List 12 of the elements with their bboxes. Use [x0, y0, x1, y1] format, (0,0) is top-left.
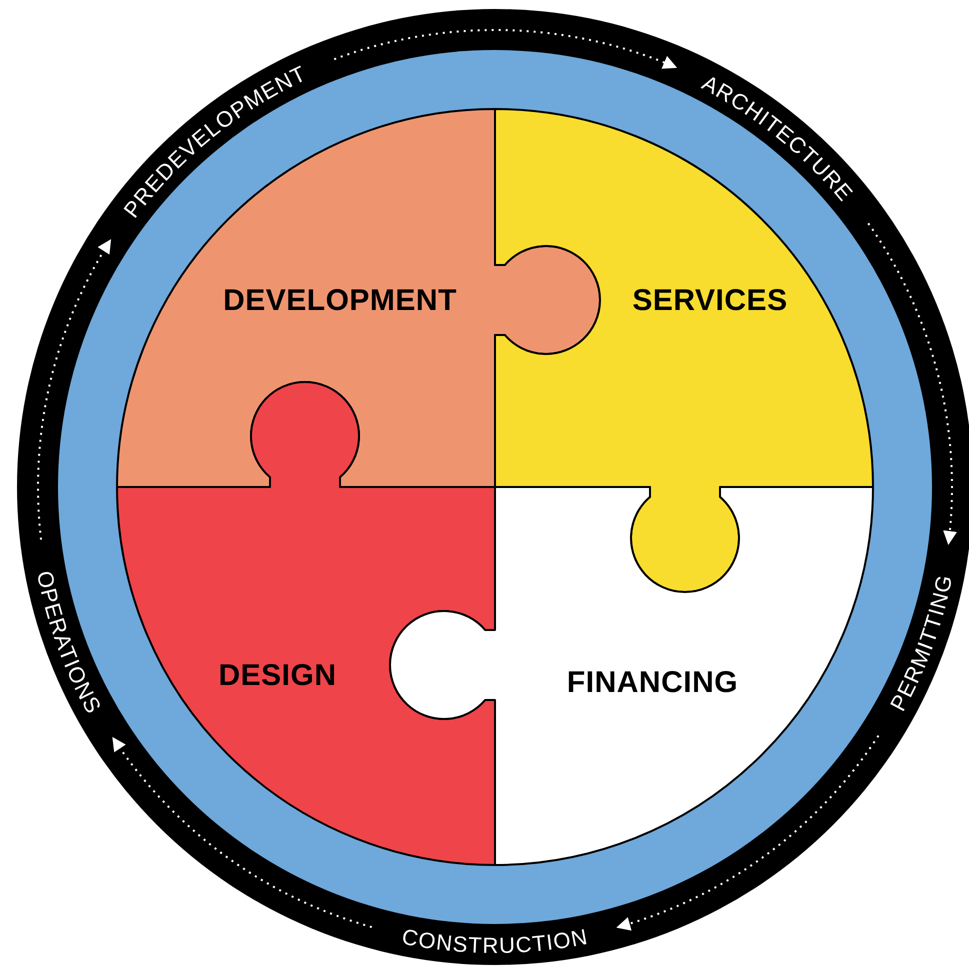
puzzle-piece [116, 381, 496, 866]
dotted-arrow [37, 239, 111, 540]
dotted-arrow [867, 222, 956, 545]
dotted-arrow [616, 735, 880, 930]
dotted-arrow [112, 736, 372, 928]
puzzle-piece [389, 486, 874, 866]
dotted-arrow [334, 29, 678, 70]
stage-label: CONSTRUCTION [400, 924, 590, 958]
piece-label: DEVELOPMENT [223, 282, 457, 318]
piece-label: DESIGN [218, 658, 337, 694]
piece-label: FINANCING [566, 664, 738, 700]
piece-label: SERVICES [632, 282, 788, 318]
